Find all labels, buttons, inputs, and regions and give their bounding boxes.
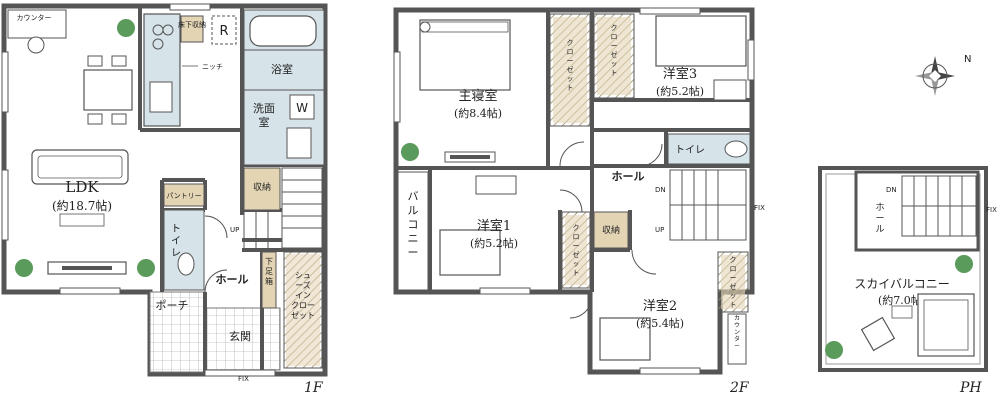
storage-1f <box>243 167 281 211</box>
balcony-2f <box>397 171 429 291</box>
toilet-icon <box>177 252 195 276</box>
fix-label-1f: FIX <box>238 375 249 383</box>
closet-d-label: クローゼット <box>730 256 737 309</box>
floor-storage-box <box>180 15 204 43</box>
porch-tile <box>149 291 206 373</box>
toilet-room-1f <box>163 209 205 291</box>
dn-label-2f: DN <box>655 186 666 194</box>
master-label: 主寝室 <box>458 88 497 104</box>
plant-icon <box>117 19 135 37</box>
doors-2f <box>559 141 663 319</box>
fridge-label: R <box>219 24 228 39</box>
toilet-label-2f: トイレ <box>675 145 705 156</box>
up-label-2f: UP <box>655 226 664 234</box>
ldk-label: LDK <box>65 178 99 196</box>
floor-2-plan: 主寝室 (約8.4帖) クローゼット クローゼット 洋室3 (約5.2帖) トイ… <box>393 7 765 396</box>
kitchen-sink <box>149 81 173 113</box>
outdoor-chair <box>860 316 896 352</box>
bathtub <box>249 15 317 47</box>
up-label-1f: UP <box>230 226 239 234</box>
sky-balcony-label: スカイバルコニー <box>854 277 950 291</box>
closet-c-label: クローゼット <box>573 224 580 277</box>
counter-label-2f: カウンター <box>734 315 740 350</box>
toilet-icon <box>724 140 748 158</box>
bath-label: 浴室 <box>271 62 293 76</box>
room1-label: 洋室1 <box>477 218 511 234</box>
hall-label-2f: ホール <box>612 170 645 183</box>
room2-label: 洋室2 <box>643 298 677 314</box>
shoe-box <box>261 251 277 309</box>
sofa <box>31 149 129 185</box>
fridge-space <box>211 15 237 45</box>
room1-desk <box>475 175 517 195</box>
stool <box>27 36 45 54</box>
room2-size: (約5.4帖) <box>636 316 684 330</box>
washer-space <box>289 94 315 120</box>
plant-icon <box>15 259 33 277</box>
outdoor-sofa <box>917 293 975 357</box>
floor-label-1f: 1F <box>304 380 324 396</box>
north-label: N <box>964 54 971 65</box>
plant-icon <box>825 341 843 359</box>
room3-bed <box>655 15 747 67</box>
room2-bed <box>599 317 651 361</box>
counter-label-1f: カウンター <box>17 13 52 22</box>
floor-ph-plan: DN ホール FIX スカイバルコニー (約7.0帖) N PH <box>818 54 997 396</box>
storage-label-1f: 収納 <box>253 181 271 193</box>
dining-table <box>83 69 133 111</box>
room3-desk <box>713 79 747 101</box>
stairs-1f <box>243 167 323 249</box>
vanity <box>286 127 312 159</box>
floor-storage-label: 床下収納 <box>178 20 206 29</box>
master-bed <box>419 19 511 91</box>
floor-label-2f: 2F <box>729 380 750 396</box>
sky-balcony-size: (約7.0帖) <box>878 293 926 307</box>
doors-1f <box>204 215 228 293</box>
shoe-box-label: 下足箱 <box>265 257 273 286</box>
floor-label-ph: PH <box>959 380 982 396</box>
plant-icon <box>137 259 155 277</box>
shoe-closet-label: シューズインクローゼット <box>291 271 315 320</box>
floor-1-plan: 床下収納 R ニッチ カウンター LDK (約18.7帖) 浴 <box>1 3 328 396</box>
fix-label-2f: FIX <box>754 204 765 212</box>
counter-top-left <box>7 9 67 39</box>
entrance-label: 玄関 <box>229 329 251 343</box>
room1-bed <box>439 229 501 276</box>
hall-label-1f: ホール <box>216 273 249 286</box>
compass-rose: N <box>915 54 971 96</box>
balcony-label: バルコニー <box>408 190 419 259</box>
plant-icon <box>955 255 973 273</box>
windows-2f <box>393 7 755 375</box>
washroom-label: 洗面室 <box>253 102 275 129</box>
stairs-2f <box>669 169 747 241</box>
storage-label-2f: 収納 <box>602 224 620 236</box>
dn-label-ph: DN <box>886 186 897 194</box>
closet-a-label: クローゼット <box>567 39 574 92</box>
fix-label-ph: FIX <box>986 206 997 214</box>
niche-label: ニッチ <box>202 63 223 71</box>
room3-label: 洋室3 <box>663 66 697 82</box>
ldk-size: (約18.7帖) <box>52 198 112 213</box>
toilet-label-1f: トイレ <box>171 224 181 259</box>
washer-label: W <box>296 101 308 115</box>
plant-icon <box>401 143 419 161</box>
room3-size: (約5.2帖) <box>656 84 704 98</box>
windows-1f <box>1 3 276 377</box>
master-size: (約8.4帖) <box>454 106 502 120</box>
room1-size: (約5.2帖) <box>470 236 518 250</box>
stairs-ph <box>901 175 977 237</box>
porch-label: ポーチ <box>156 299 189 312</box>
hall-label-ph: ホール <box>875 202 884 235</box>
pantry-label: パントリー <box>166 192 201 200</box>
storage-2f <box>593 211 629 249</box>
pantry <box>163 183 205 207</box>
closet-b-label: クローゼット <box>611 24 618 77</box>
counter-2f <box>727 313 747 365</box>
